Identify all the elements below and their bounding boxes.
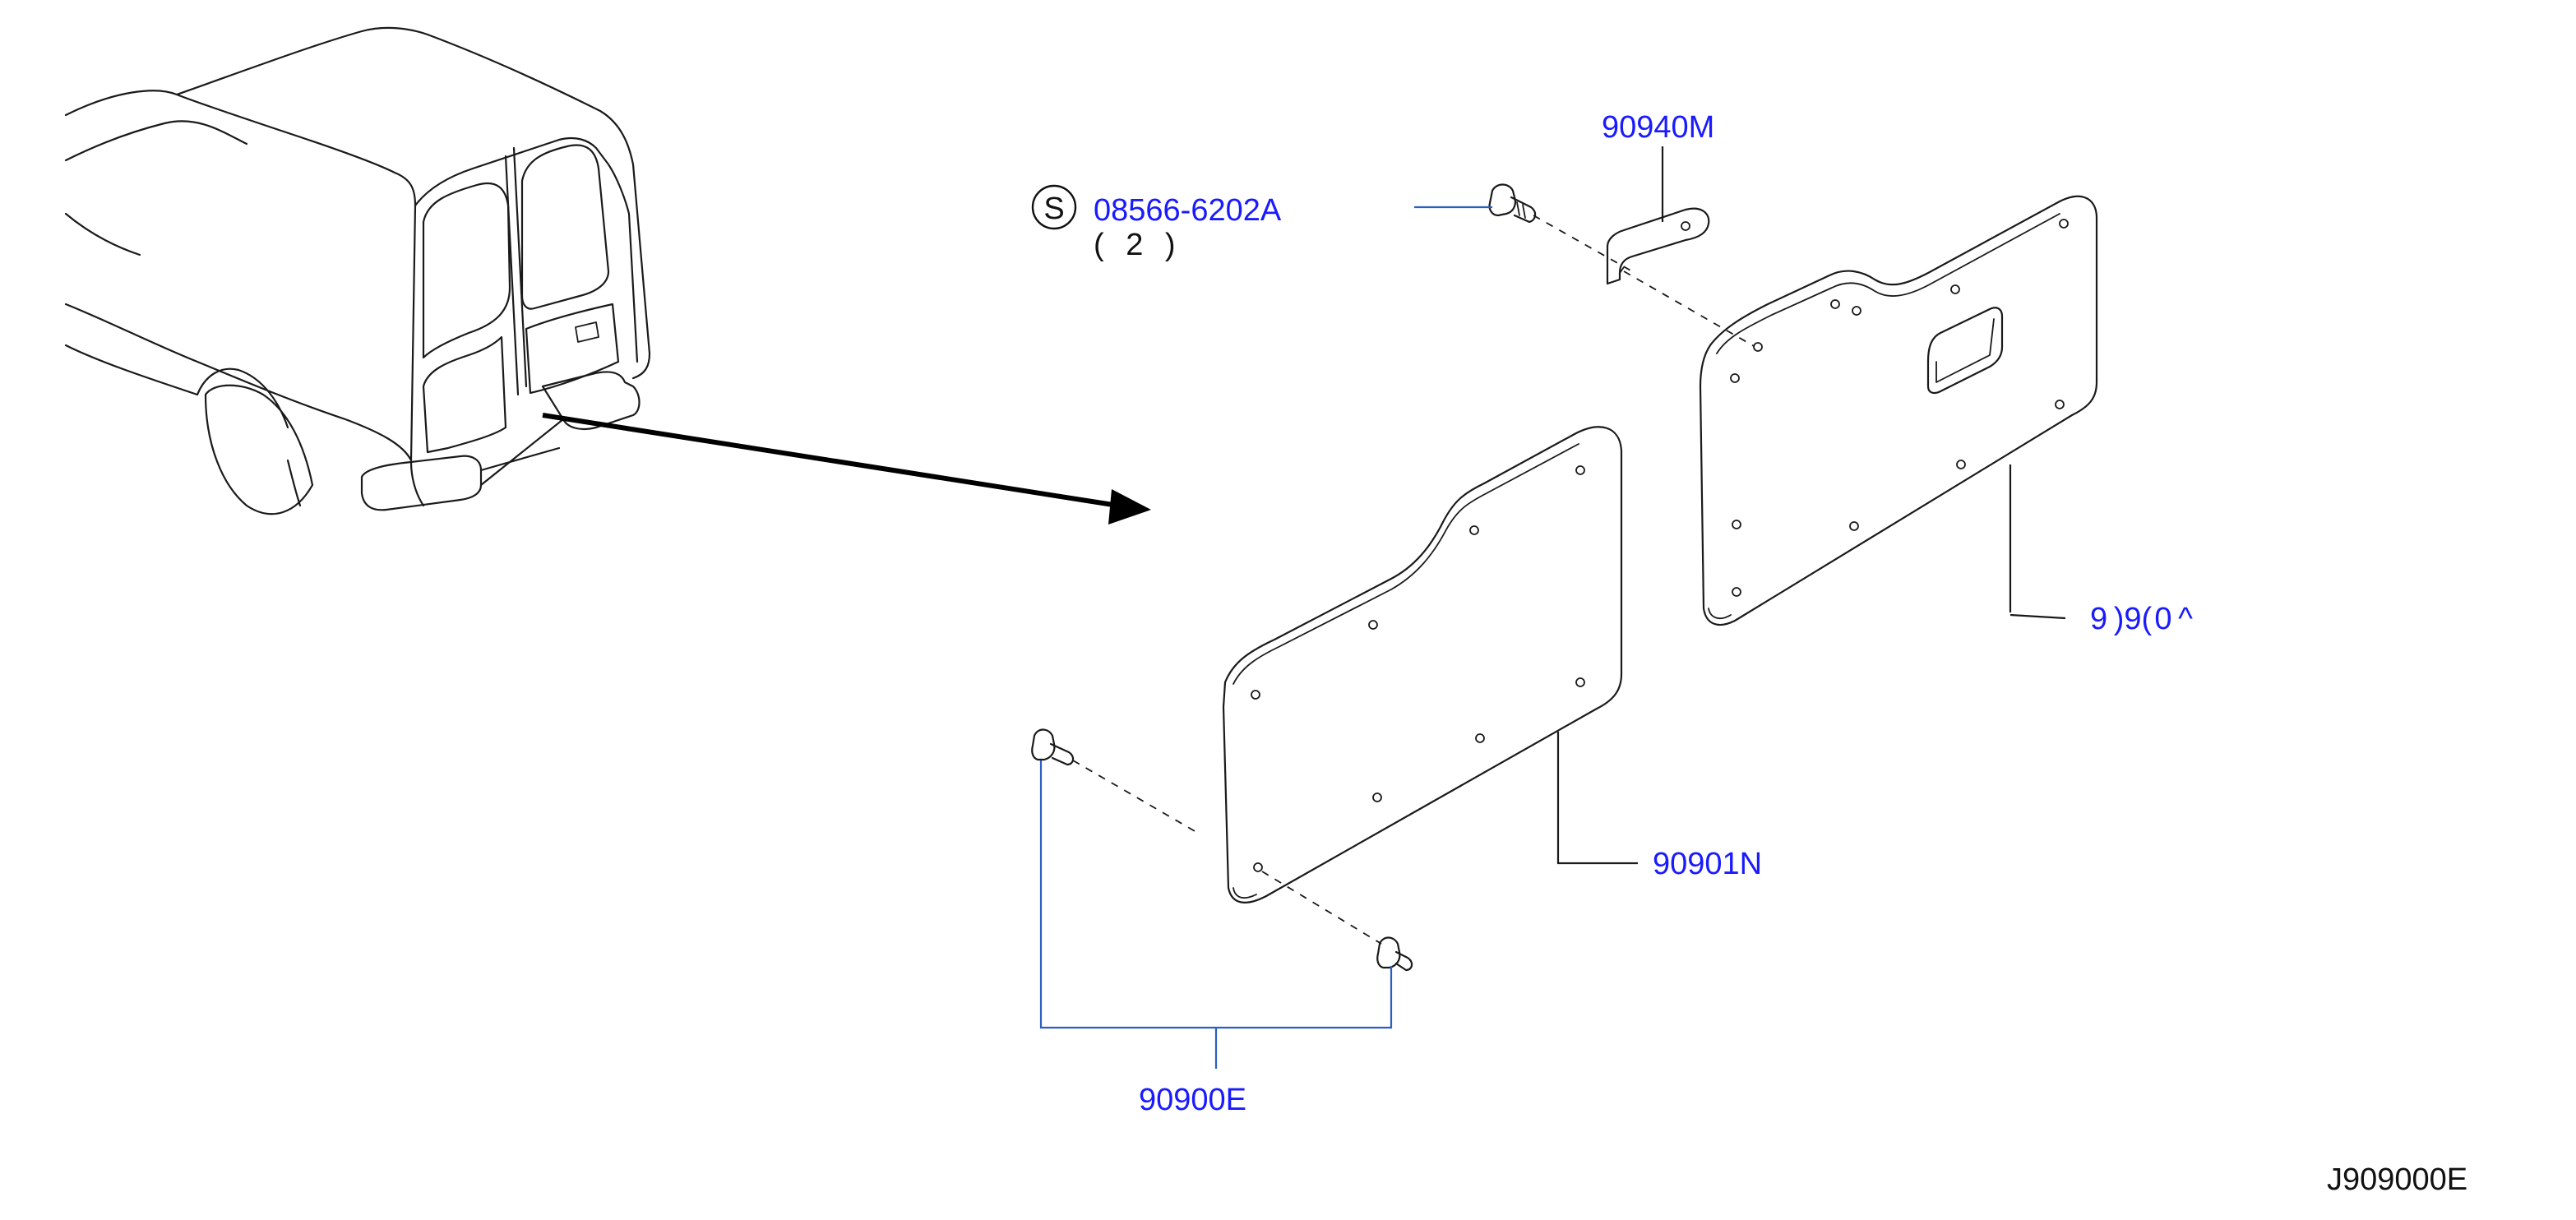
right-panel-leader-line xyxy=(2009,464,2066,620)
screw-quantity: ( 2 ) xyxy=(1094,228,1182,262)
left-panel-part-number: 90901N xyxy=(1653,847,1762,881)
clip-fastener-left-icon xyxy=(1031,728,1201,835)
clip-part-icon xyxy=(1606,207,1710,285)
right-panel-part-number: 9 )9( 0 ^ xyxy=(2090,602,2193,636)
left-door-trim-panel xyxy=(1222,426,1623,903)
screw-symbol-circle xyxy=(1031,184,1077,230)
fastener-part-number: 90900E xyxy=(1139,1083,1246,1117)
clip-fastener-right-icon xyxy=(1261,871,1413,972)
screw-callout: S 08566-6202A ( 2 ) xyxy=(1031,184,1282,262)
diagram-id: J909000E xyxy=(2327,1162,2467,1197)
screw-fastener-icon xyxy=(1488,183,1633,272)
van-illustration xyxy=(64,26,651,515)
fastener-bracket-leader xyxy=(1039,760,1393,1069)
pointer-arrow xyxy=(542,413,1151,525)
screw-symbol-letter: S xyxy=(1043,192,1064,226)
right-door-trim-panel xyxy=(1699,195,2098,626)
left-panel-leader-line xyxy=(1556,732,1638,865)
screw-part-number: 08566-6202A xyxy=(1094,193,1282,228)
clip-part-number: 90940M xyxy=(1602,110,1714,145)
